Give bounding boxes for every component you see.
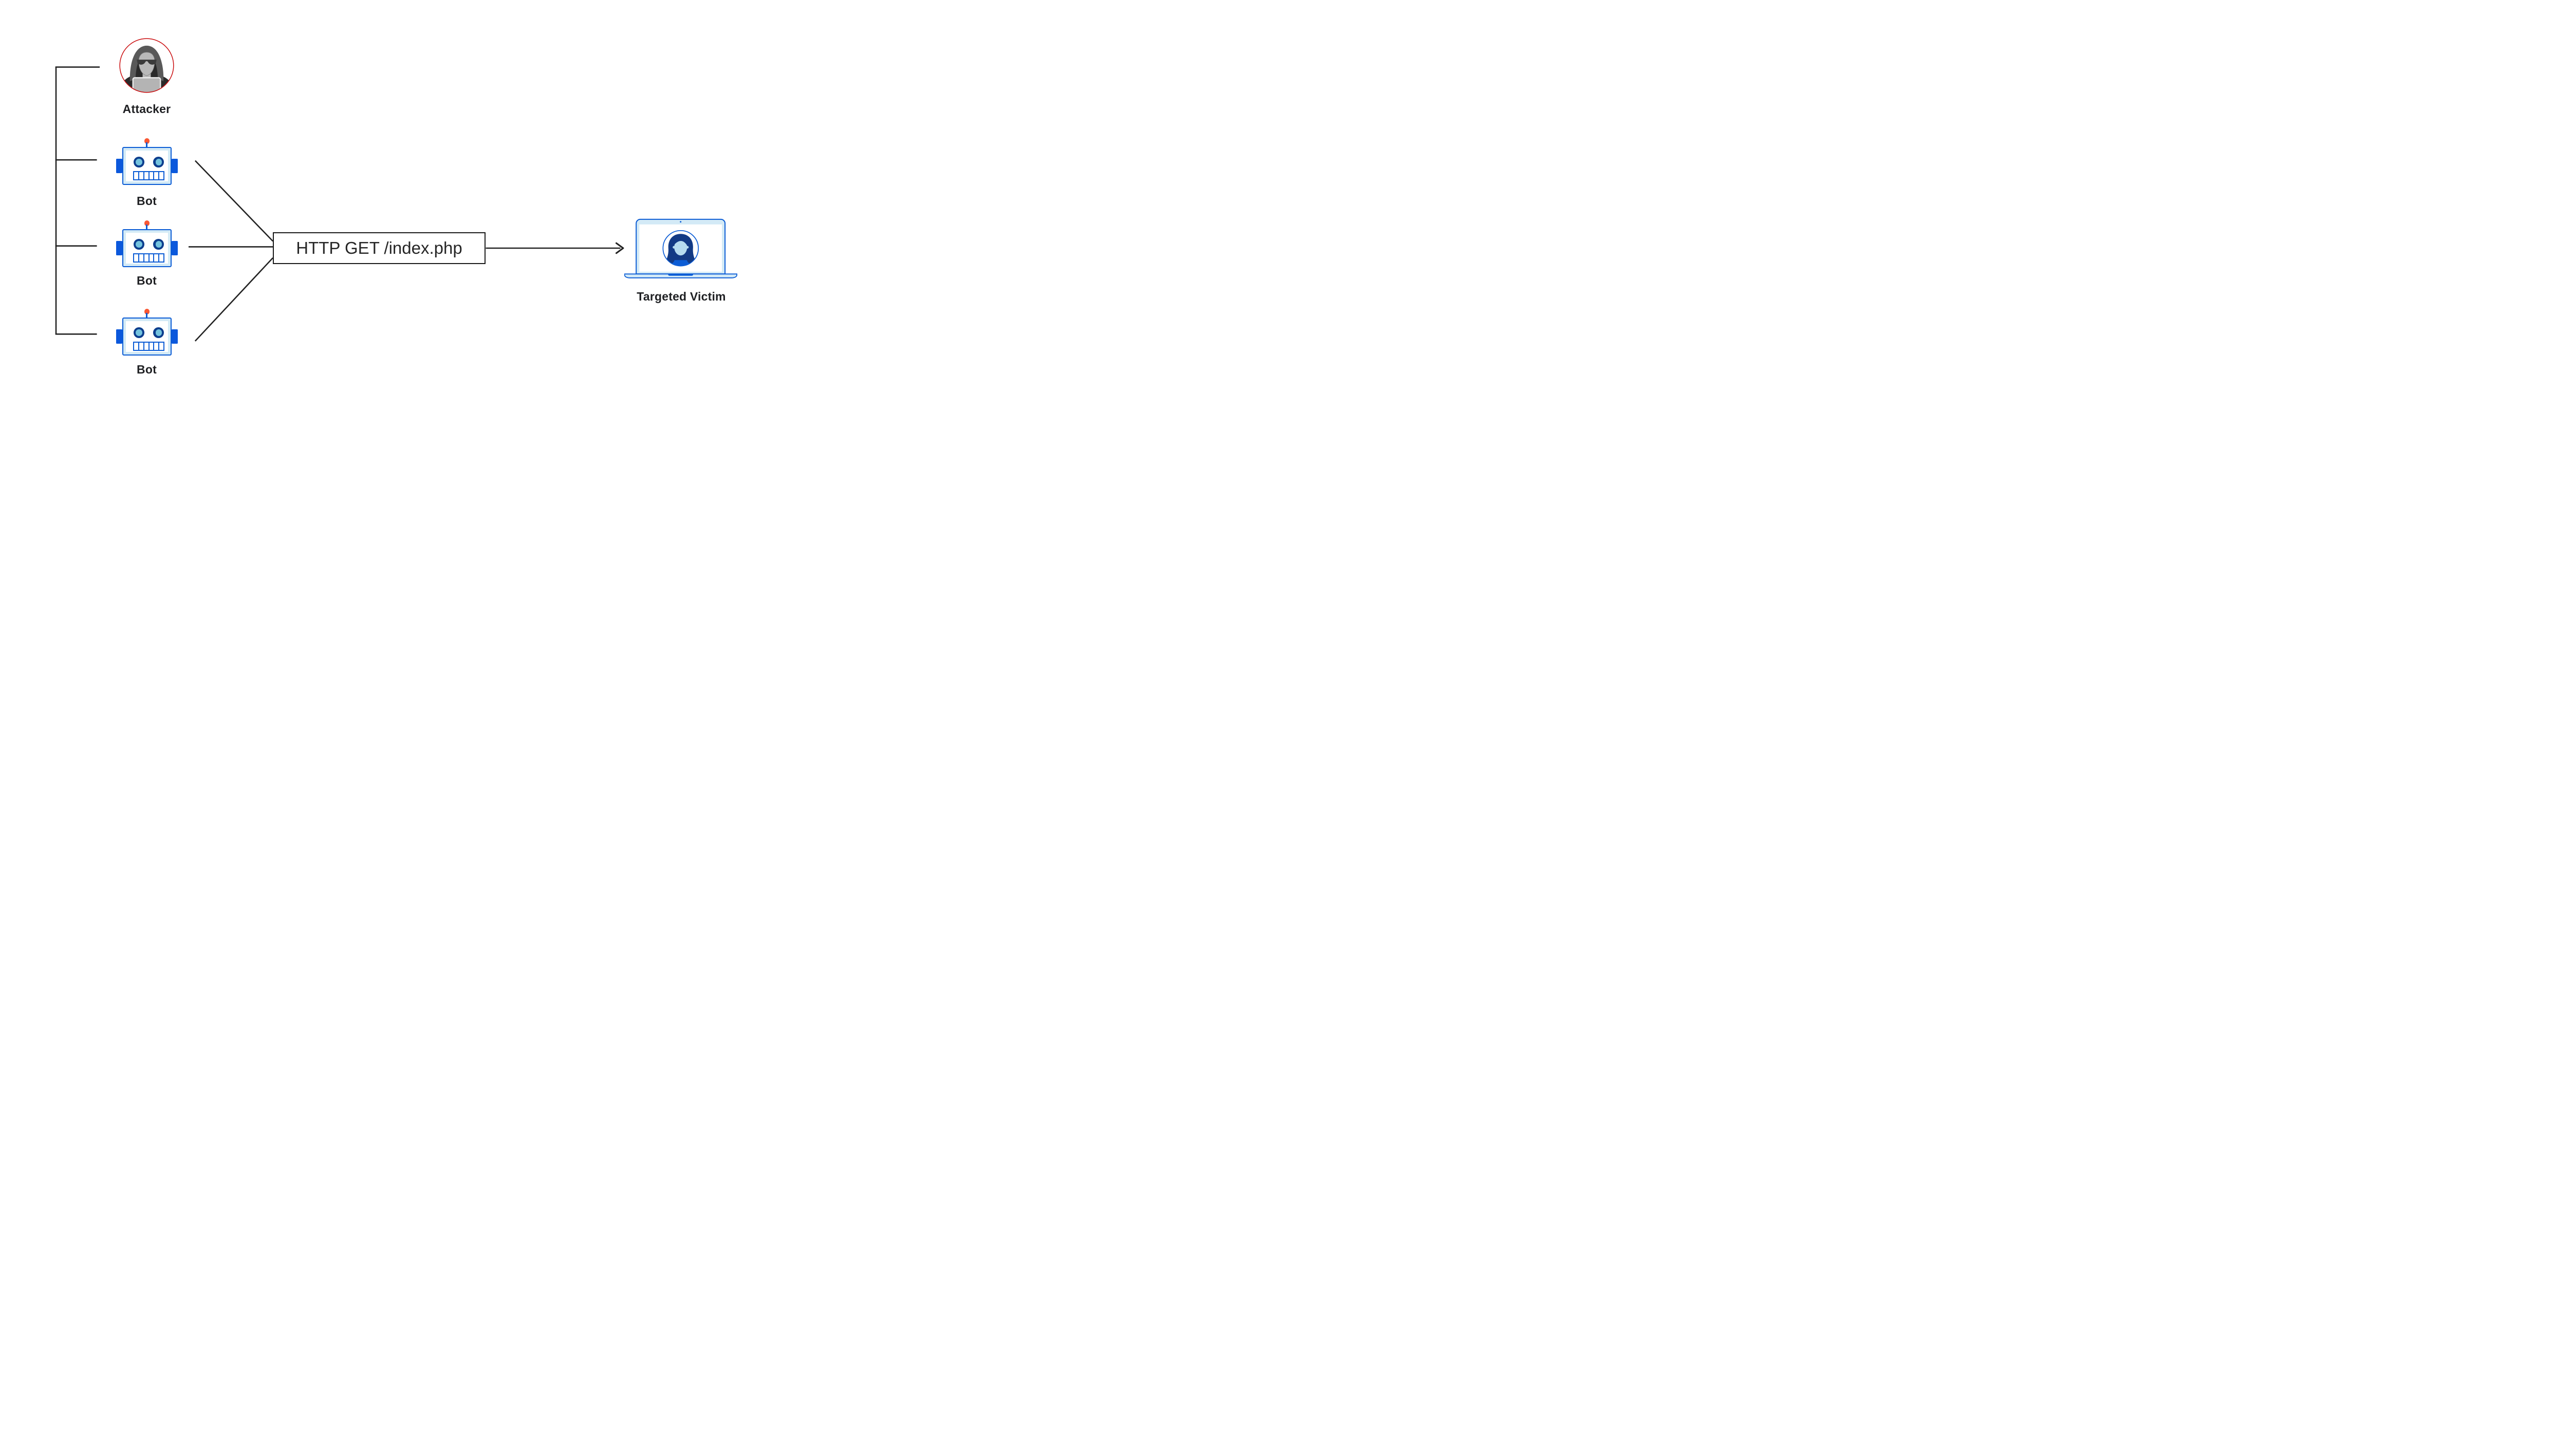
victim-laptop-icon <box>624 218 738 278</box>
laptop-notch <box>668 274 693 276</box>
bot-eye-icon <box>134 327 144 338</box>
bot-right-ear <box>171 329 178 344</box>
attack-line-bot-3 <box>194 257 274 342</box>
http-request-label: HTTP GET /index.php <box>296 238 462 257</box>
bot-2-label: Bot <box>137 274 157 287</box>
victim-node <box>624 218 738 279</box>
victim-label: Targeted Victim <box>637 290 726 303</box>
bot-antenna-ball-icon <box>144 309 150 314</box>
bot-left-ear <box>116 158 123 174</box>
bot-eye-icon <box>134 239 144 250</box>
bot-node-2 <box>116 220 178 267</box>
arrowhead-icon <box>615 242 624 254</box>
bot-node-1 <box>116 138 178 185</box>
attacker-label: Attacker <box>122 102 171 116</box>
bot-eye-icon <box>153 157 164 167</box>
bot-antenna-ball-icon <box>144 220 150 226</box>
bot-antenna-stem <box>146 313 147 318</box>
attacker-node <box>119 38 175 94</box>
webcam-dot-icon <box>680 221 682 223</box>
bot-eye-icon <box>153 327 164 338</box>
bot-mouth-grid <box>133 342 164 351</box>
attack-line-bot-1 <box>194 160 274 242</box>
bot-eye-icon <box>153 239 164 250</box>
bot-head-icon <box>122 147 172 185</box>
botnet-bracket <box>55 66 100 335</box>
ddos-http-flood-diagram: Attacker Bot <box>0 0 794 397</box>
bot-antenna-stem <box>146 142 147 147</box>
attack-request-lines <box>189 160 274 342</box>
bot-1-label: Bot <box>137 194 157 208</box>
bot-left-ear <box>116 329 123 344</box>
bot-right-ear <box>171 158 178 174</box>
bot-antenna-ball-icon <box>144 138 150 144</box>
http-request-box: HTTP GET /index.php <box>273 232 486 264</box>
bot-3-label: Bot <box>137 363 157 376</box>
bot-right-ear <box>171 240 178 256</box>
bot-antenna-stem <box>146 225 147 230</box>
attacker-hacker-icon <box>119 38 174 93</box>
bot-left-ear <box>116 240 123 256</box>
bot-mouth-grid <box>133 253 164 263</box>
arrow-to-victim <box>486 242 624 254</box>
bot-eye-icon <box>134 157 144 167</box>
bot-node-3 <box>116 309 178 356</box>
bot-head-icon <box>122 229 172 267</box>
bot-head-icon <box>122 318 172 356</box>
connector-lines <box>55 66 624 342</box>
bot-mouth-grid <box>133 171 164 180</box>
victim-avatar-icon <box>665 234 696 266</box>
